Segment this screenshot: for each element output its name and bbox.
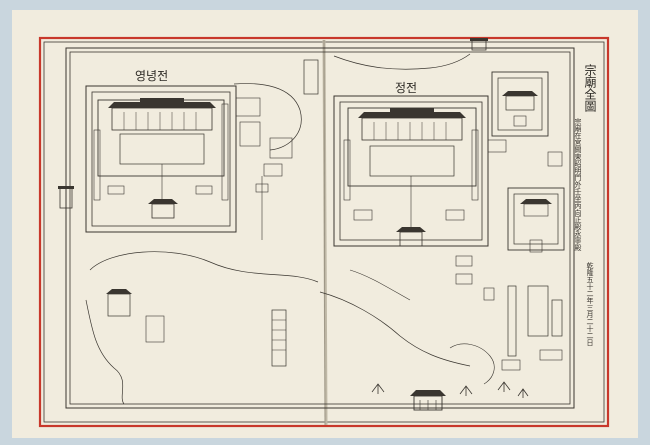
jeongjeon-compound xyxy=(333,95,507,285)
yeongnyeongjeon-compound xyxy=(85,59,319,240)
hill-contours xyxy=(85,53,495,405)
outer-wall xyxy=(65,47,575,409)
west-gate xyxy=(58,186,74,209)
page-fold-line xyxy=(323,39,326,426)
outer-wall-inner xyxy=(69,51,571,405)
pine-trees xyxy=(371,381,529,398)
north-gate xyxy=(470,38,488,51)
red-border xyxy=(38,36,610,428)
east-compound xyxy=(507,151,565,253)
map-caption: 宗廟在宮闕東昭明門外壬坐丙向正殿永寧殿 xyxy=(574,117,582,252)
southwest-buildings xyxy=(106,289,287,367)
jeongjeon-label: 정전 xyxy=(395,81,417,95)
southeast-buildings xyxy=(483,285,563,371)
yeongnyeongjeon-label: 영녕전 xyxy=(135,69,168,83)
northeast-shrine xyxy=(491,71,549,137)
south-main-gate xyxy=(410,390,446,411)
map-date-line: 乾隆五十二年三月二十二日 xyxy=(586,261,594,347)
map-title: 宗廟全圖 xyxy=(583,63,597,113)
